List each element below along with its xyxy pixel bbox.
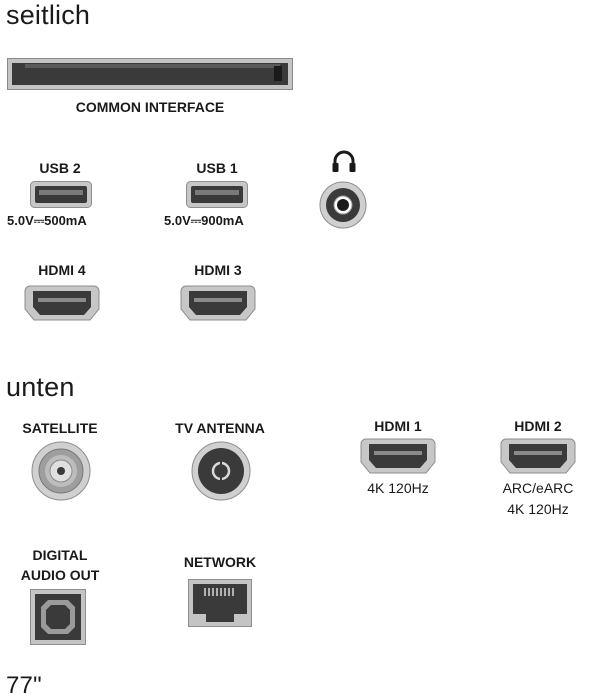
tv-antenna-label: TV ANTENNA: [175, 420, 265, 436]
network-port: [188, 579, 252, 627]
tv-antenna-connector: [191, 441, 251, 501]
hdmi3-port: [180, 285, 256, 321]
digital-audio-connector: [30, 589, 86, 645]
hdmi2-spec-arc: ARC/eARC: [502, 480, 574, 496]
network-label: NETWORK: [183, 554, 257, 570]
headphone-icon: [331, 150, 357, 174]
hdmi1-spec: 4K 120Hz: [367, 480, 429, 496]
hdmi2-port: [500, 438, 576, 474]
usb1-spec: 5.0V⎓900mA: [164, 213, 244, 228]
side-section-title: seitlich: [6, 0, 91, 30]
usb2-port: [30, 181, 92, 208]
common-interface-slot: [7, 58, 293, 90]
hdmi4-label: HDMI 4: [38, 262, 86, 278]
usb1-port: [186, 181, 248, 208]
digital-audio-label-line1: DIGITAL: [32, 547, 88, 563]
headphone-jack: [319, 181, 367, 229]
bottom-section-title: unten: [6, 372, 75, 402]
hdmi1-port: [360, 438, 436, 474]
satellite-connector: [31, 441, 91, 501]
digital-audio-label: DIGITAL AUDIO OUT: [10, 545, 110, 585]
common-interface-label: COMMON INTERFACE: [75, 99, 225, 115]
screen-size: 77": [6, 672, 42, 699]
hdmi1-label: HDMI 1: [374, 418, 422, 434]
usb2-label: USB 2: [39, 160, 81, 176]
usb2-spec: 5.0V⎓500mA: [7, 213, 87, 228]
digital-audio-label-line2: AUDIO OUT: [20, 567, 100, 583]
hdmi4-port: [24, 285, 100, 321]
satellite-label: SATELLITE: [22, 420, 98, 436]
hdmi3-label: HDMI 3: [194, 262, 242, 278]
hdmi2-spec-resolution: 4K 120Hz: [507, 501, 569, 517]
hdmi2-label: HDMI 2: [514, 418, 562, 434]
usb1-label: USB 1: [196, 160, 238, 176]
